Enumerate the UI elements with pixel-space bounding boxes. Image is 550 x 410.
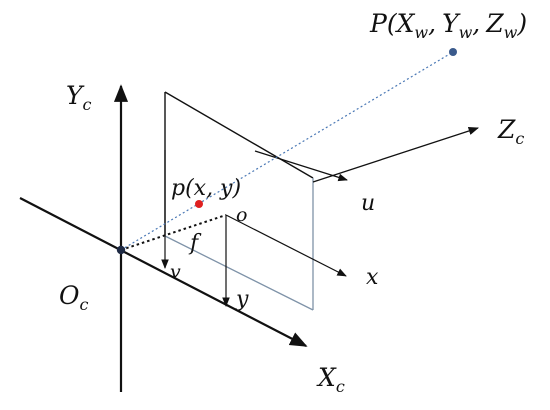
focal-length-line (120, 214, 227, 251)
image-point (195, 200, 203, 208)
camera-origin-point (116, 245, 126, 255)
zc-label: Zc (497, 115, 524, 148)
oc-label: Oc (59, 281, 89, 314)
yc-label: Yc (66, 81, 92, 114)
image-x-axis (225, 214, 347, 277)
v-label: v (170, 261, 181, 283)
u-label: u (361, 191, 375, 216)
world-point (449, 48, 457, 56)
x-label: x (366, 265, 379, 290)
zc-axis (312, 126, 479, 183)
principal-point-label: o (236, 204, 247, 226)
image-plane-bottom-edge (164, 235, 314, 311)
image-point-label: p(x, y) (171, 176, 241, 201)
image-plane-top-edge (164, 91, 314, 179)
projection-ray (120, 51, 454, 251)
world-point-label: P(Xw,Yw,Zw) (369, 9, 527, 42)
y-label: y (235, 287, 249, 312)
focal-length-label: f (188, 231, 202, 256)
xc-axis (19, 197, 308, 347)
xc-label: Xc (316, 363, 345, 396)
u-axis (254, 150, 348, 182)
